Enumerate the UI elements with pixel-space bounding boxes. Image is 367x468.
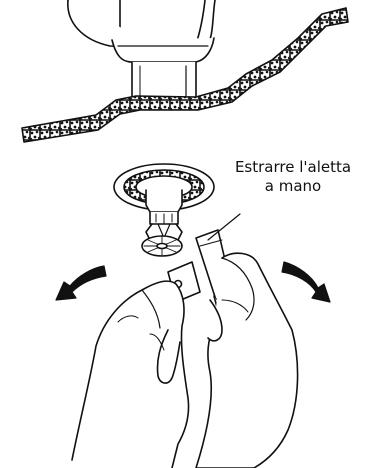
arrow-left-icon [56, 266, 106, 300]
arrow-right-icon [282, 262, 330, 302]
left-hand-icon [72, 281, 189, 468]
instruction-label: Estrarre l'aletta a mano [228, 158, 358, 196]
instruction-line-2: a mano [228, 177, 358, 196]
instruction-line-1: Estrarre l'aletta [228, 158, 358, 177]
ceiling-pipe-fitting-icon [68, 0, 215, 105]
